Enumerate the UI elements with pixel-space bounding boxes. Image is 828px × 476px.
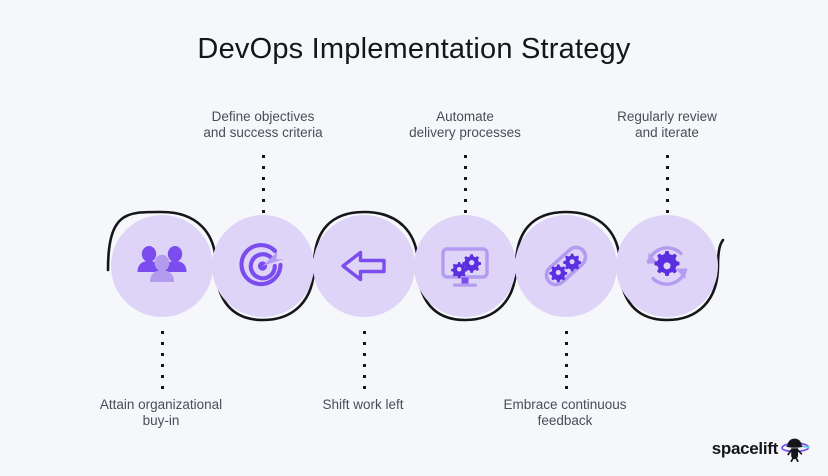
refresh-gear-icon — [646, 246, 688, 286]
step-label-3: Shift work left — [322, 397, 404, 412]
step-circle-5[interactable] — [515, 215, 617, 317]
monitor-gears-icon — [441, 247, 489, 287]
step-circle-2[interactable] — [212, 215, 314, 317]
spacelift-astronaut-icon — [781, 438, 810, 462]
arrow-left-icon — [341, 250, 386, 282]
step-label-1: Attain organizational buy-in — [99, 397, 223, 428]
target-arrow-icon — [239, 243, 284, 287]
step-label-6: Regularly review and iterate — [617, 109, 717, 140]
page-title: DevOps Implementation Strategy — [197, 33, 631, 65]
step-circle-1[interactable] — [111, 215, 213, 317]
people-group-icon — [137, 246, 187, 282]
step-label-5: Embrace continuous feedback — [503, 397, 627, 428]
step-label-4: Automate delivery processes — [409, 109, 521, 140]
pipeline-gears-icon — [544, 245, 588, 287]
spacelift-wordmark: spacelift — [711, 439, 779, 458]
step-circle-3[interactable] — [313, 215, 415, 317]
spacelift-logo[interactable]: spacelift — [712, 436, 810, 462]
step-circle-4[interactable] — [414, 215, 516, 317]
step-label-2: Define objectives and success criteria — [203, 109, 323, 140]
step-circle-6[interactable] — [616, 215, 718, 317]
